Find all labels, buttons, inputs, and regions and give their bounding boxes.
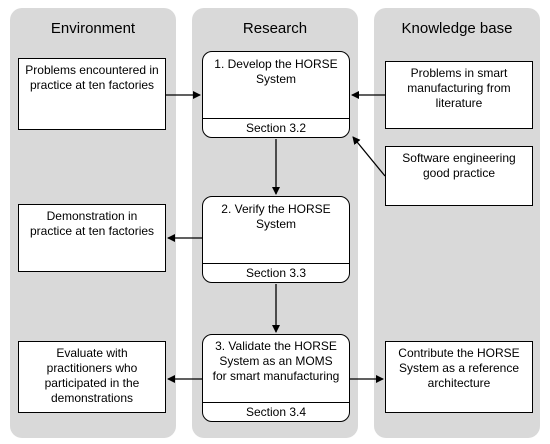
env-evaluate-box: Evaluate with practitioners who particip…: [18, 341, 166, 413]
kb-contribute-box: Contribute the HORSE System as a referen…: [385, 341, 533, 413]
step-develop-title: 1. Develop the HORSE System: [214, 57, 338, 86]
knowledge-base-column-title: Knowledge base: [401, 20, 513, 37]
step-validate-title: 3. Validate the HORSE System as an MOMS …: [212, 339, 340, 383]
kb-problems-box: Problems in smart manufacturing from lit…: [385, 61, 533, 129]
env-demonstration-box: Demonstration in practice at ten factori…: [18, 204, 166, 272]
research-step-develop: 1. Develop the HORSE System Section 3.2: [202, 51, 350, 138]
kb-contribute-text: Contribute the HORSE System as a referen…: [398, 346, 520, 390]
research-step-validate: 3. Validate the HORSE System as an MOMS …: [202, 334, 350, 422]
kb-software-text: Software engineering good practice: [402, 151, 516, 180]
env-problems-text: Problems encountered in practice at ten …: [25, 63, 159, 92]
arrow-software-to-develop: [352, 136, 386, 177]
research-column-title: Research: [242, 20, 308, 37]
env-demonstration-text: Demonstration in practice at ten factori…: [29, 209, 155, 238]
step-validate-section: Section 3.4: [203, 402, 349, 421]
step-verify-section: Section 3.3: [203, 263, 349, 282]
kb-software-box: Software engineering good practice: [385, 146, 533, 206]
environment-column-title: Environment: [50, 20, 136, 37]
env-problems-box: Problems encountered in practice at ten …: [18, 58, 166, 130]
step-verify-title: 2. Verify the HORSE System: [221, 202, 331, 231]
env-evaluate-text: Evaluate with practitioners who particip…: [44, 346, 140, 405]
research-step-verify: 2. Verify the HORSE System Section 3.3: [202, 196, 350, 283]
step-develop-section: Section 3.2: [203, 118, 349, 137]
kb-problems-text: Problems in smart manufacturing from lit…: [407, 66, 511, 110]
